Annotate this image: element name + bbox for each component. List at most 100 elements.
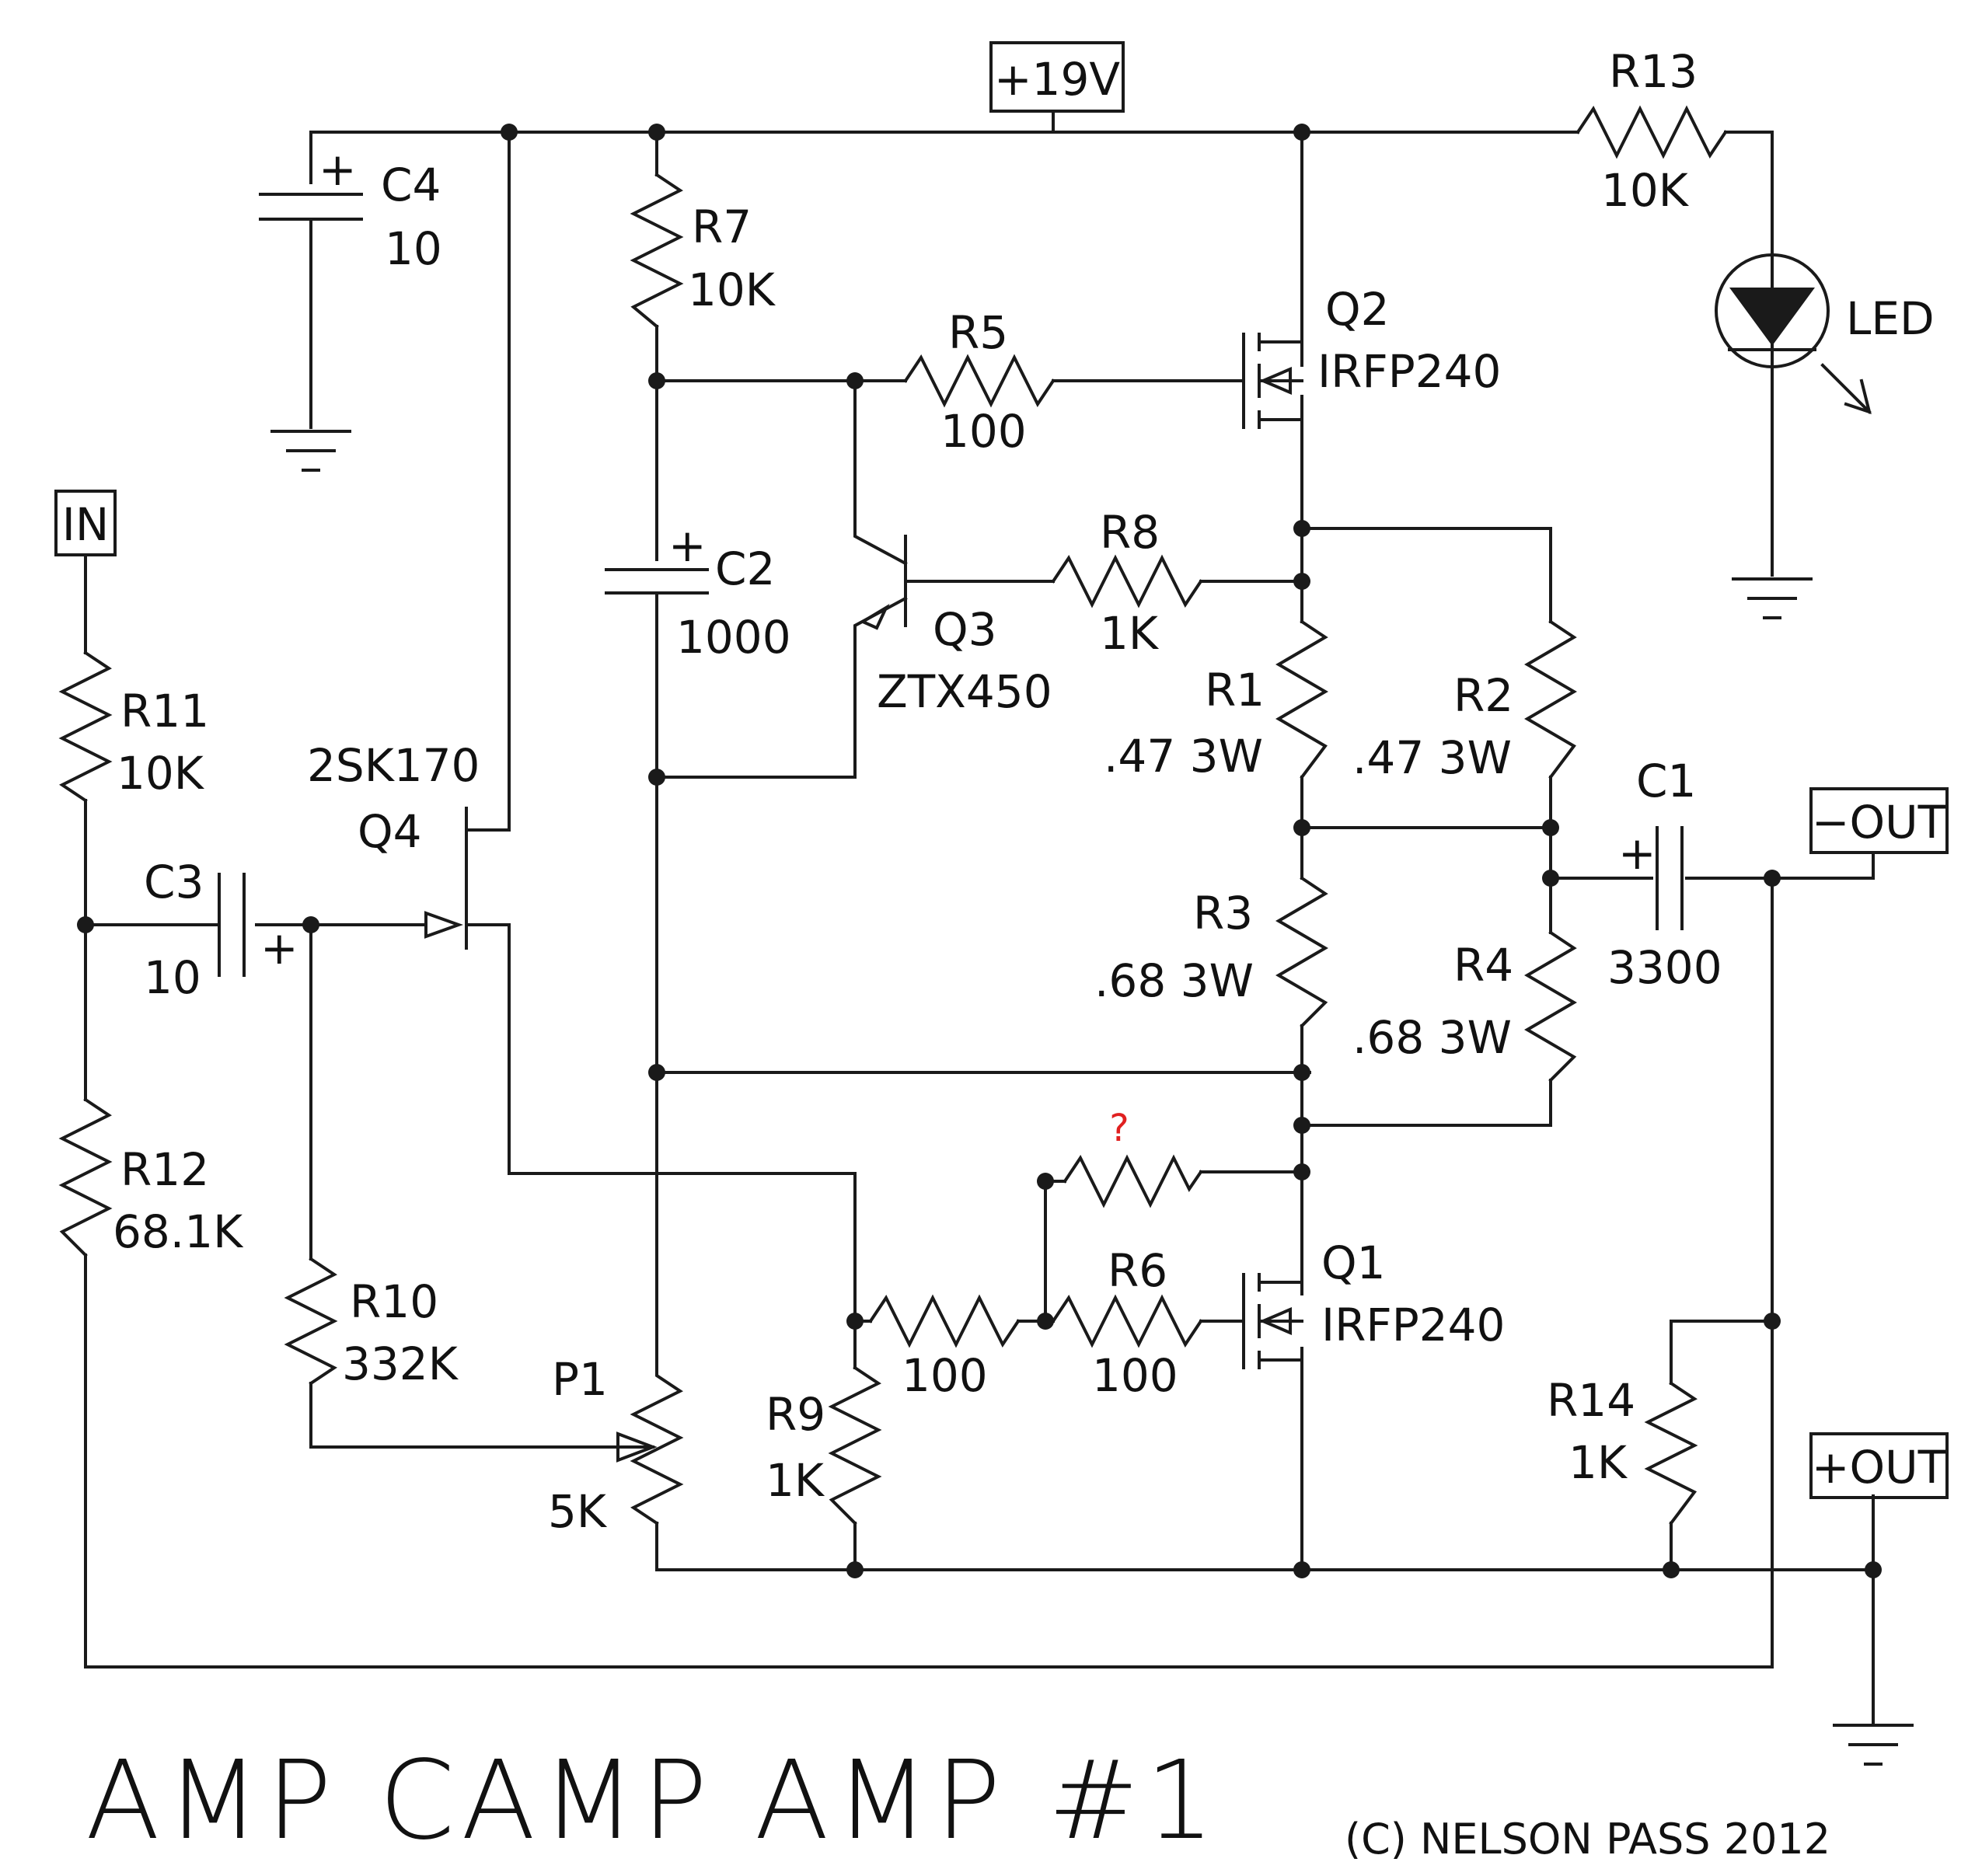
q3-emitter-arrow [859, 603, 890, 630]
resistor-r13 [1575, 105, 1728, 159]
resistor-annotated [1063, 1154, 1203, 1208]
p1-track [630, 1071, 684, 1526]
p1-ref: P1 [552, 1353, 608, 1406]
junction-dot [1542, 870, 1559, 887]
feedback-wire [84, 877, 1774, 1669]
led-ref: LED [1846, 292, 1935, 345]
junction-dot [846, 1561, 864, 1578]
resistor-r7 [630, 173, 684, 329]
vcc-port-label: +19V [994, 53, 1120, 106]
c4-ref: C4 [381, 159, 441, 211]
junction-dot [846, 1313, 864, 1330]
r11-ref: R11 [120, 685, 209, 737]
junction-dot [1764, 870, 1781, 887]
annotation-question-mark: ? [1109, 1107, 1129, 1150]
r1r2-top-wire [1300, 527, 1552, 623]
junction-dot [1293, 1064, 1310, 1081]
junction-dot [1764, 1313, 1781, 1330]
resistor-r12 [58, 1097, 113, 1257]
r12-value: 68.1K [113, 1205, 244, 1258]
r3-value: .68 3W [1094, 954, 1254, 1007]
q4-ref: Q4 [358, 805, 422, 858]
junction-dot [846, 372, 864, 389]
resistor-r9 [828, 1365, 882, 1526]
resistor-r3 [1275, 876, 1328, 1028]
led-triangle [1729, 288, 1815, 346]
ground-symbols [270, 430, 1914, 1766]
r14-value: 1K [1569, 1436, 1628, 1489]
r3-ref: R3 [1193, 887, 1253, 940]
vcc-port-box [989, 41, 1125, 113]
c3-plus: + [260, 922, 298, 975]
resistor-r5 [903, 354, 1056, 408]
junction-dot [1663, 1561, 1680, 1578]
c1-value: 3300 [1607, 941, 1722, 994]
r6-ref: R6 [1108, 1244, 1167, 1297]
q1-gate [1223, 1273, 1245, 1369]
junction-dot [302, 916, 319, 933]
q4-source-wire [465, 923, 857, 1323]
q4-drain-wire [465, 131, 511, 832]
q3-ref: Q3 [933, 603, 997, 656]
r12-ref: R12 [120, 1143, 209, 1196]
pos-out-port-label: +OUT [1812, 1441, 1946, 1494]
r4-value: .68 3W [1352, 1011, 1512, 1064]
resistor-r2 [1524, 619, 1577, 779]
q3-value: ZTX450 [877, 665, 1052, 718]
junction-dot [1293, 124, 1310, 141]
r13-ref: R13 [1609, 45, 1698, 98]
r1-value: .47 3W [1104, 730, 1263, 783]
r5-ref: R5 [948, 306, 1008, 359]
junction-dot [1542, 819, 1559, 836]
p1-wiper-arrow [616, 1431, 658, 1463]
r7-value: 10K [688, 263, 776, 316]
resistor-r10 [284, 1257, 338, 1386]
schematic-title: AMP CAMP AMP #1 [85, 1738, 1221, 1864]
junction-dot [501, 124, 518, 141]
q2-value: IRFP240 [1317, 345, 1501, 398]
pos-out-port-box [1809, 1432, 1949, 1499]
r10-value: 332K [342, 1337, 459, 1390]
q2-gate [1223, 333, 1245, 429]
c4-plus: + [319, 143, 357, 196]
mosfet-q1 [1223, 1273, 1303, 1369]
r7-ref: R7 [692, 201, 752, 253]
resistor-r4 [1524, 930, 1577, 1083]
ground-out [1833, 1724, 1914, 1766]
potentiometer-p1 [616, 1071, 684, 1526]
r2-ref: R2 [1453, 669, 1513, 722]
c3-value: 10 [144, 951, 201, 1004]
junction-dot [1293, 520, 1310, 537]
r4-bottom-wire [1300, 1079, 1552, 1127]
neg-out-port-label: −OUT [1812, 796, 1946, 849]
resistors [58, 105, 1728, 1526]
r13-value: 10K [1601, 164, 1690, 217]
r1-ref: R1 [1205, 664, 1265, 717]
in-port-box [54, 490, 117, 556]
r14-top-wire [1670, 1320, 1774, 1385]
q4-value: 2SK170 [307, 739, 480, 792]
r8-value: 1K [1100, 607, 1160, 660]
resistor-r1 [1275, 619, 1328, 779]
junction-dot [77, 916, 94, 933]
p1-value: 5K [548, 1485, 608, 1538]
copyright-notice: (C) NELSON PASS 2012 [1345, 1815, 1830, 1864]
q1-ref: Q1 [1321, 1236, 1386, 1289]
resistor-r11 [58, 650, 113, 803]
led [1715, 253, 1872, 415]
junction-dot [1293, 1561, 1310, 1578]
junction-dot [1865, 1561, 1882, 1578]
annot-left-wire [1044, 1180, 1066, 1323]
r9-value: 1K [766, 1454, 825, 1507]
r13-right-wire [1724, 131, 1774, 258]
r2-value: .47 3W [1352, 731, 1512, 784]
c2-ref: C2 [715, 542, 775, 595]
r9-ref: R9 [766, 1388, 825, 1441]
r9b-value: 100 [902, 1349, 988, 1402]
c2-value: 1000 [676, 611, 791, 664]
led-ray [1820, 363, 1872, 415]
junction-dot [1293, 1163, 1310, 1180]
junction-dot [648, 372, 665, 389]
r10-bottom-wire [309, 1382, 623, 1449]
r5-value: 100 [940, 405, 1027, 458]
